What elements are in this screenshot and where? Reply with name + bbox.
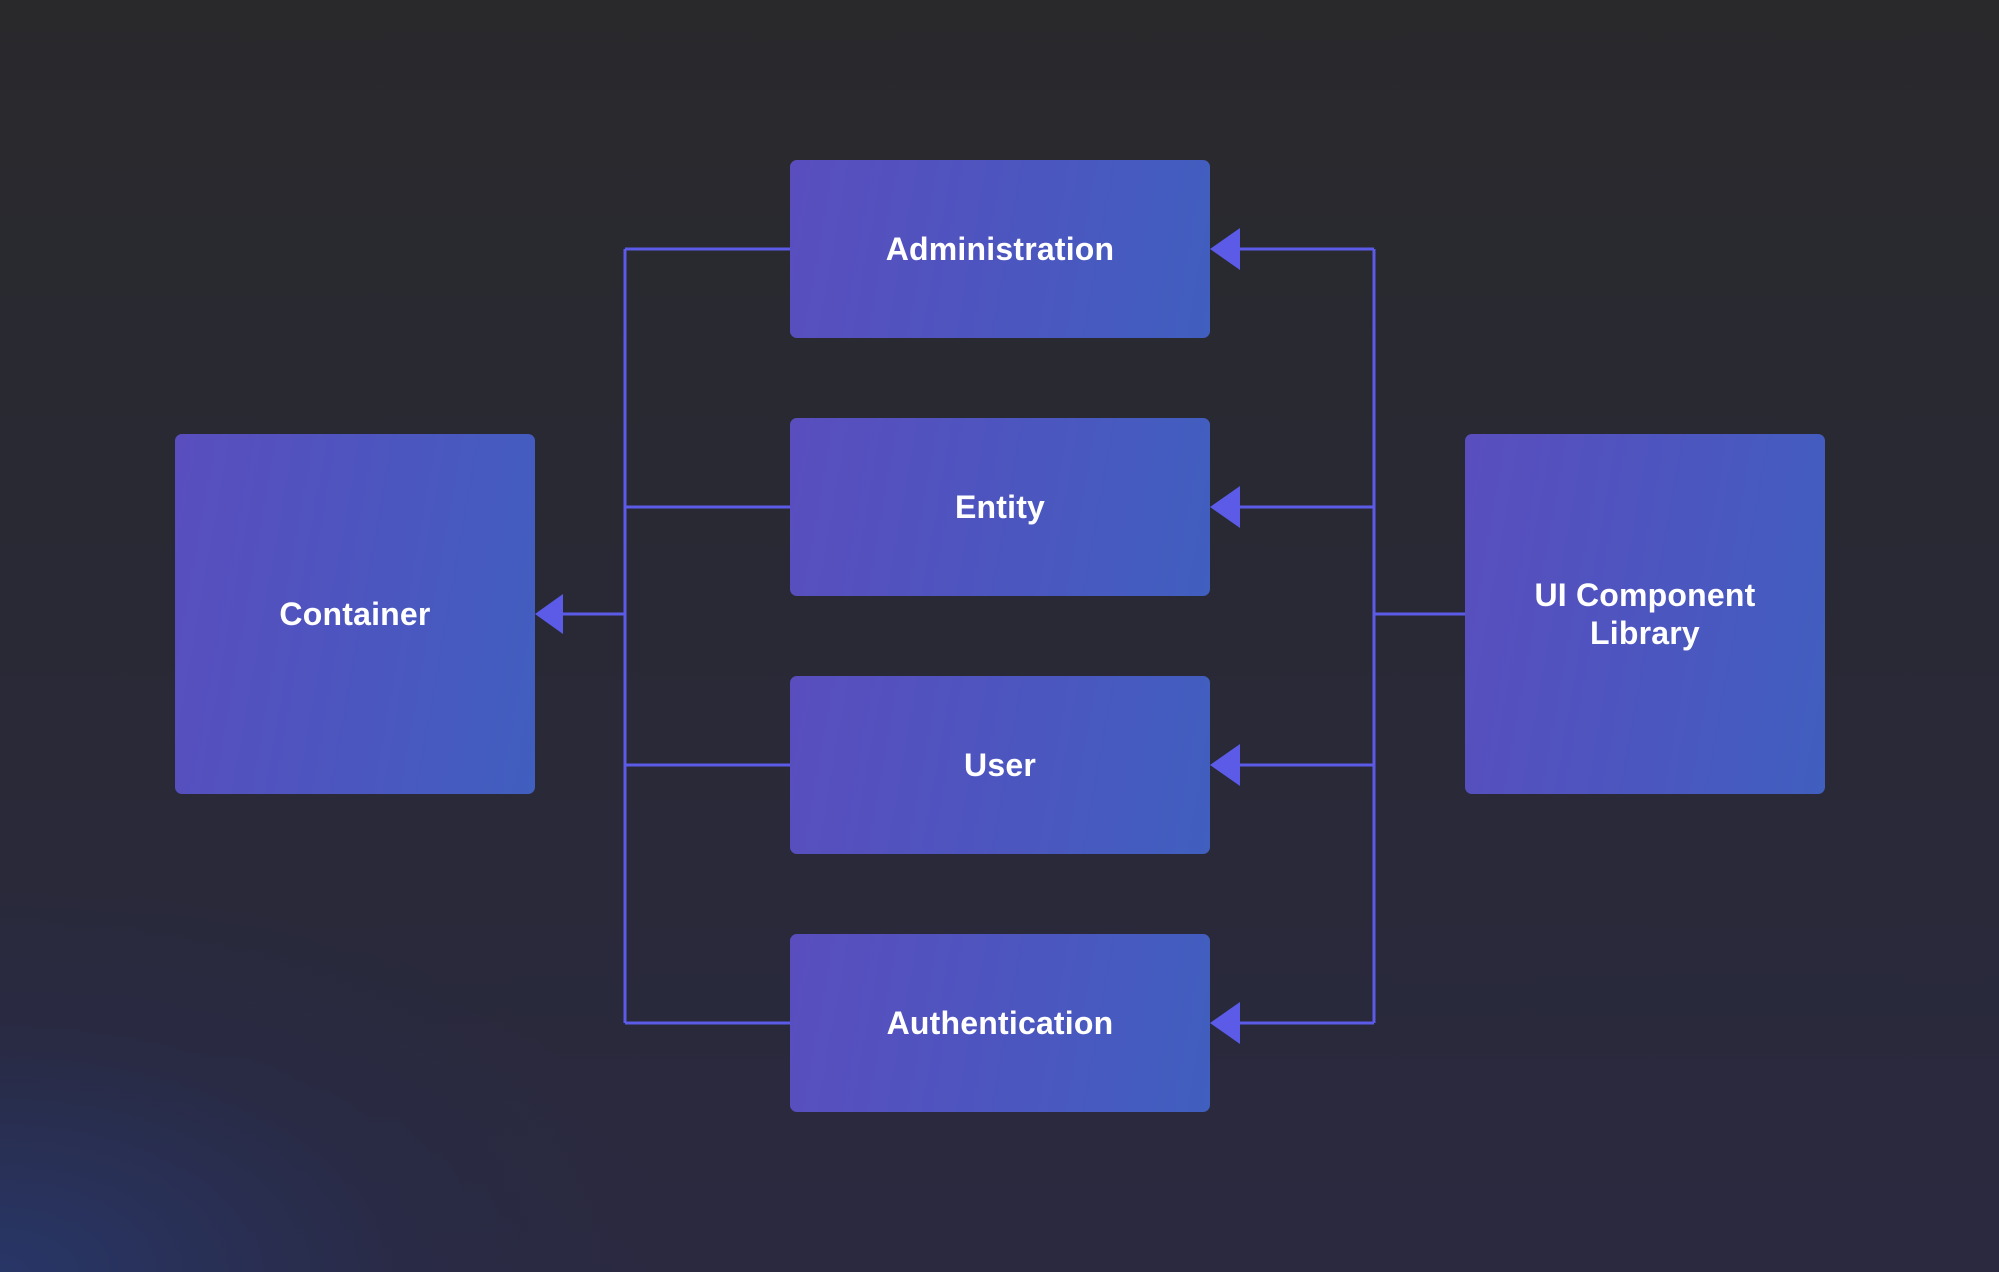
container-node[interactable]: Container — [175, 434, 535, 794]
ui-component-library-node[interactable]: UI Component Library — [1465, 434, 1825, 794]
arrowhead-authentication — [1210, 1002, 1240, 1044]
entity-node-label: Entity — [954, 489, 1046, 525]
entity-node[interactable]: Entity — [790, 418, 1210, 596]
authentication-node-label: Authentication — [886, 1005, 1114, 1041]
user-node[interactable]: User — [790, 676, 1210, 854]
arrowhead-entity — [1210, 486, 1240, 528]
arrowhead-user — [1210, 744, 1240, 786]
authentication-node[interactable]: Authentication — [790, 934, 1210, 1112]
administration-node-label: Administration — [885, 231, 1115, 267]
ui-component-library-node-label: UI Component Library — [1534, 577, 1756, 651]
arrowhead-container — [535, 594, 563, 634]
container-node-label: Container — [279, 596, 431, 632]
arrowhead-administration — [1210, 228, 1240, 270]
user-node-label: User — [964, 747, 1036, 783]
administration-node[interactable]: Administration — [790, 160, 1210, 338]
